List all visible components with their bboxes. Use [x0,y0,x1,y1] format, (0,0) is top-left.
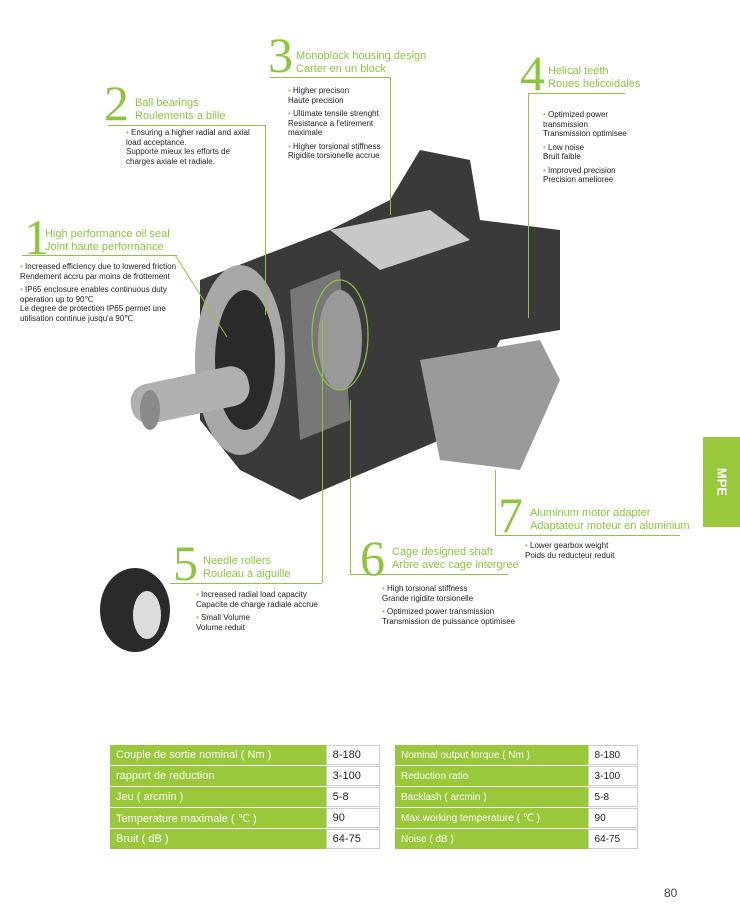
callout-number-7: 7 [498,487,523,543]
spec-label: Noise ( dB ) [395,829,588,849]
spec-value: 90 [587,808,638,828]
table-row: Temperature maximale ( ℃ )90 [110,808,380,828]
spec-table-fr: Couple de sortie nominal ( Nm )8-180 rap… [110,744,380,850]
callout-number-1: 1 [24,209,49,265]
section-tab-label: MPE [714,467,729,497]
table-row: Couple de sortie nominal ( Nm )8-180 [110,745,380,765]
leader-line-7 [495,535,680,536]
spec-label: Couple de sortie nominal ( Nm ) [110,745,326,765]
leader-line-2-vertical [265,125,266,315]
spec-label: Jeu ( arcmin ) [110,787,326,807]
callout-number-4: 4 [520,45,545,101]
leader-line-6-vertical [350,400,351,574]
spec-label: Temperature maximale ( ℃ ) [110,808,326,828]
spec-table-en: Nominal output torque ( Nm )8-180 Reduct… [395,744,638,850]
spec-label: Bruit ( dB ) [110,829,326,849]
table-row: Backlash ( arcmin )5-8 [395,787,638,807]
leader-line-3-vertical [390,77,391,215]
spec-value: 90 [325,808,380,828]
spec-value: 64-75 [325,829,380,849]
spec-value: 8-180 [325,745,380,765]
section-tab-mpe: MPE [703,437,740,527]
spec-label: Backlash ( arcmin ) [395,787,588,807]
callout-number-6: 6 [360,530,385,586]
needle-roller-image [100,568,170,652]
leader-line-1 [22,255,177,256]
spec-label: rapport de reduction [110,766,326,786]
table-row: Max.working temperature ( ℃ )90 [395,808,638,828]
leader-line-4 [528,93,625,94]
spec-value: 5-8 [325,787,380,807]
spec-value: 3-100 [587,766,638,786]
spec-label: Nominal output torque ( Nm ) [395,745,588,765]
spec-value: 64-75 [587,829,638,849]
leader-line-5-vertical [322,320,323,583]
table-row: Nominal output torque ( Nm )8-180 [395,745,638,765]
table-row: Jeu ( arcmin )5-8 [110,787,380,807]
leader-line-3 [270,77,390,78]
spec-value: 5-8 [587,787,638,807]
table-row: Noise ( dB )64-75 [395,829,638,849]
leader-line-7-vertical [495,470,496,535]
spec-label: Max.working temperature ( ℃ ) [395,808,588,828]
leader-line-6 [350,574,508,575]
leader-line-4-vertical [528,93,529,318]
callout-bullets-1: Increased efficiency due to lowered fric… [20,262,190,327]
callout-number-2: 2 [104,75,129,131]
table-row: Bruit ( dB )64-75 [110,829,380,849]
spec-label: Reduction ratio [395,766,588,786]
spec-value: 3-100 [325,766,380,786]
callout-bullets-4: Optimized power transmissionTransmission… [543,110,628,189]
leader-line-5 [170,583,322,584]
spec-value: 8-180 [587,745,638,765]
callout-number-5: 5 [173,535,198,591]
callout-number-3: 3 [268,27,293,83]
page-number: 80 [664,886,678,900]
leader-line-2 [108,125,265,126]
callout-bullets-2: Ensuring a higher radial and axial load … [126,128,256,170]
